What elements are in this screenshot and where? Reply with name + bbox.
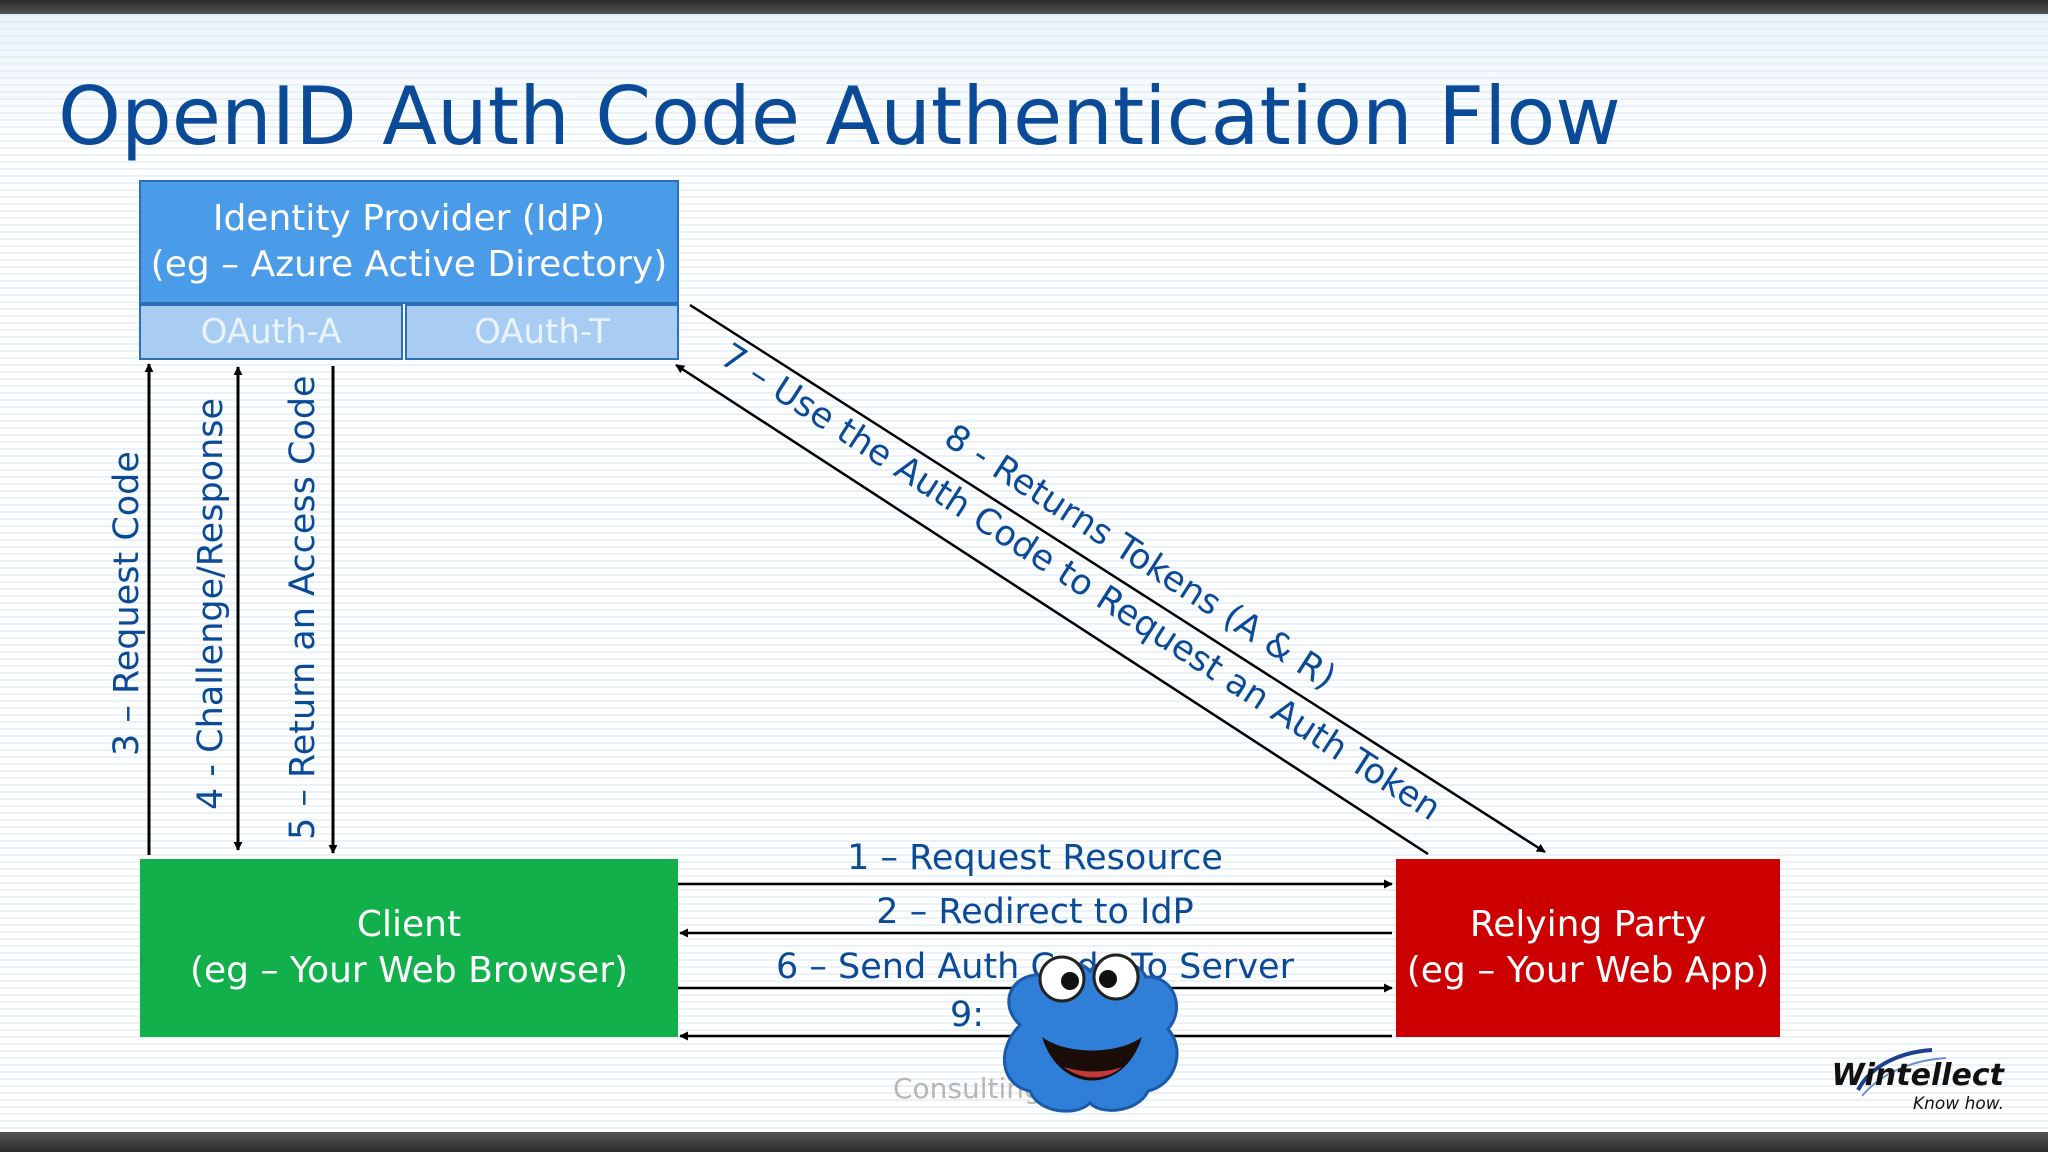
label-step-4: 4 - Challenge/Response <box>191 398 231 810</box>
label-step-9: 9: <box>950 995 984 1035</box>
label-step-8: 8 - Returns Tokens (A & R) <box>937 417 1343 698</box>
cookie-monster-image <box>1002 953 1179 1113</box>
idp-example: (eg – Azure Active Directory) <box>150 244 668 285</box>
label-step-7: 7 – Use the Auth Code to Request an Auth… <box>713 336 1448 829</box>
relying-party-box: Relying Party (eg – Your Web App) <box>1396 859 1780 1037</box>
oauth-t-label: OAuth-T <box>474 312 610 352</box>
client-box: Client (eg – Your Web Browser) <box>140 859 678 1037</box>
logo-tagline: Know how. <box>1912 1094 2004 1114</box>
label-step-2: 2 – Redirect to IdP <box>876 892 1193 932</box>
identity-provider-box: Identity Provider (IdP) (eg – Azure Acti… <box>139 180 679 304</box>
oauth-t-box: OAuth-T <box>405 304 679 360</box>
label-step-3: 3 – Request Code <box>107 451 147 756</box>
wintellect-logo: Wintellect Know how. <box>1822 1042 2012 1122</box>
idp-name: Identity Provider (IdP) <box>212 198 606 239</box>
window-top-bar <box>0 0 2048 14</box>
client-name: Client <box>356 904 462 945</box>
label-step-5: 5 – Return an Access Code <box>283 375 323 840</box>
label-step-1: 1 – Request Resource <box>847 838 1223 878</box>
window-bottom-bar <box>0 1132 2048 1152</box>
arrow-step-7 <box>675 363 1429 856</box>
slide-title: OpenID Auth Code Authentication Flow <box>58 70 1621 163</box>
logo-name: Wintellect <box>1831 1058 2004 1093</box>
oauth-a-label: OAuth-A <box>200 312 342 352</box>
client-example: (eg – Your Web Browser) <box>189 950 629 991</box>
oauth-a-box: OAuth-A <box>139 304 403 360</box>
relying-party-name: Relying Party <box>1469 904 1707 945</box>
relying-party-example: (eg – Your Web App) <box>1406 950 1770 991</box>
arrow-step-8 <box>689 303 1546 854</box>
